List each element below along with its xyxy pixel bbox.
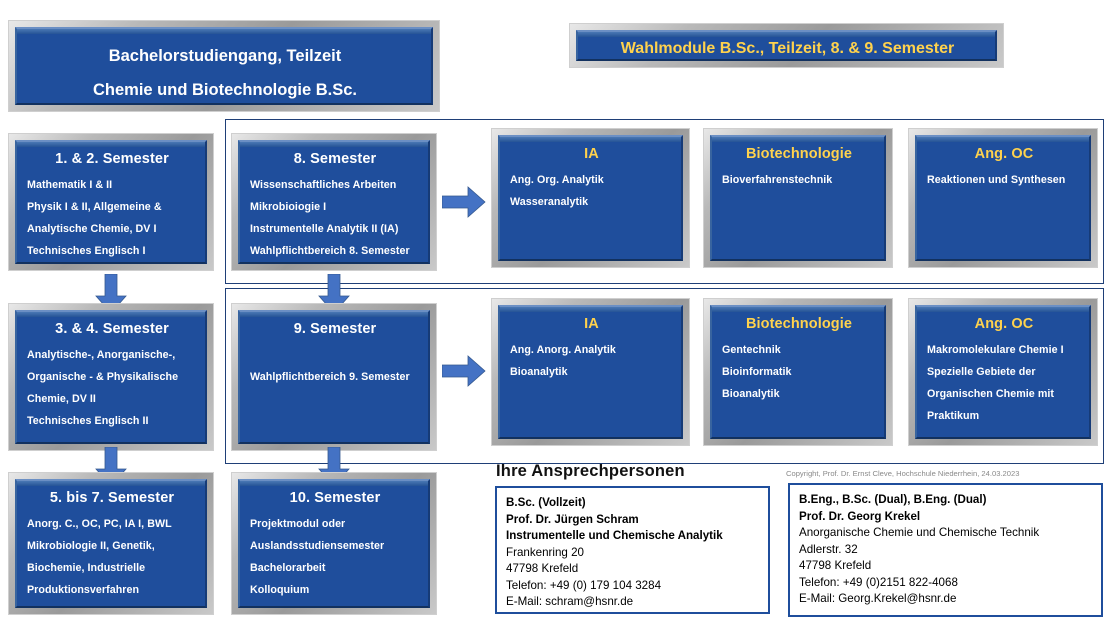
semester-line — [250, 344, 420, 366]
elective-line: Praktikum — [927, 410, 980, 422]
contact-street: Frankenring 20 — [506, 545, 584, 559]
elective-line: Ang. Anorg. Analytik — [510, 344, 616, 356]
contact-city: 47798 Krefeld — [506, 562, 579, 575]
header-box-left: Bachelorstudiengang, Teilzeit Chemie und… — [8, 20, 440, 112]
elective-box-8-ang-oc: Ang. OC Reaktionen und Synthesen — [908, 128, 1098, 268]
contact-department: Instrumentelle und Chemische Analytik — [506, 529, 723, 542]
semester-line: Instrumentelle Analytik II (IA) — [250, 223, 399, 235]
contact-city: 47798 Krefeld — [799, 559, 872, 572]
elective-title: Ang. OC — [974, 146, 1034, 162]
elective-box-9-ang-oc: Ang. OC Makromolekulare Chemie I Speziel… — [908, 298, 1098, 446]
semester-line: Projektmodul oder — [250, 518, 346, 530]
elective-line: Bioanalytik — [722, 388, 780, 400]
semester-line: Mikrobioiogie I — [250, 201, 327, 213]
contact-person: Prof. Dr. Jürgen Schram — [506, 512, 639, 526]
semester-line: Auslandsstudiensemester — [250, 540, 385, 552]
contact-street: Adlerstr. 32 — [799, 542, 858, 556]
copyright-text: Copyright, Prof. Dr. Ernst Cleve, Hochsc… — [786, 469, 1020, 478]
elective-row-8-outline — [225, 119, 1104, 284]
contact-heading: Ihre Ansprechpersonen — [496, 462, 685, 480]
semester-line: Analytische Chemie, DV I — [27, 223, 157, 235]
contact-role: B.Sc. (Vollzeit) — [506, 496, 586, 509]
semester-title: 9. Semester — [293, 321, 377, 337]
semester-line: Technisches Englisch I — [27, 245, 146, 257]
semester-title: 5. bis 7. Semester — [49, 490, 175, 506]
header-box-right: Wahlmodule B.Sc., Teilzeit, 8. & 9. Seme… — [569, 23, 1004, 68]
elective-line: Bioverfahrenstechnik — [722, 174, 833, 186]
header-right-line1: Wahlmodule B.Sc., Teilzeit, 8. & 9. Seme… — [620, 40, 955, 57]
semester-line: Kolloquium — [250, 584, 310, 596]
semester-box-9: 9. Semester Wahlpflichtbereich 9. Semest… — [231, 303, 437, 451]
elective-line: Makromolekulare Chemie I — [927, 344, 1064, 356]
elective-line: Ang. Org. Analytik — [510, 174, 604, 186]
header-left-line1: Bachelorstudiengang, Teilzeit — [108, 47, 342, 65]
semester-line: Organische - & Physikalische — [27, 371, 179, 383]
semester-line: Physik I & II, Allgemeine & — [27, 201, 162, 213]
elective-box-8-biotechnologie: Biotechnologie Bioverfahrenstechnik — [703, 128, 893, 268]
contact-role: B.Eng., B.Sc. (Dual), B.Eng. (Dual) — [799, 493, 987, 506]
contact-email[interactable]: E-Mail: schram@hsnr.de — [506, 595, 634, 608]
elective-title: Biotechnologie — [745, 146, 853, 162]
semester-line: Mathematik I & II — [27, 179, 113, 191]
contact-email[interactable]: E-Mail: Georg.Krekel@hsnr.de — [799, 592, 957, 605]
elective-title: Biotechnologie — [745, 316, 853, 332]
elective-title: IA — [584, 146, 599, 162]
semester-line: Chemie, DV II — [27, 393, 96, 405]
semester-line: Analytische-, Anorganische-, — [27, 349, 176, 361]
semester-line: Wissenschaftliches Arbeiten — [250, 179, 397, 191]
semester-box-3-4: 3. & 4. Semester Analytische-, Anorganis… — [8, 303, 214, 451]
elective-line: Spezielle Gebiete der — [927, 366, 1036, 378]
semester-line: Wahlpflichtbereich 8. Semester — [250, 245, 410, 257]
elective-title: Ang. OC — [974, 316, 1034, 332]
elective-line: Reaktionen und Synthesen — [927, 174, 1066, 186]
semester-title: 1. & 2. Semester — [55, 151, 169, 167]
arrow-right-icon — [442, 355, 486, 387]
semester-line: Wahlpflichtbereich 9. Semester — [250, 371, 410, 383]
contact-department: Anorganische Chemie und Chemische Techni… — [799, 526, 1040, 539]
contact-card-dual: B.Eng., B.Sc. (Dual), B.Eng. (Dual) Prof… — [788, 483, 1103, 617]
semester-box-8: 8. Semester Wissenschaftliches Arbeiten … — [231, 133, 437, 271]
contact-person: Prof. Dr. Georg Krekel — [799, 509, 921, 523]
semester-box-5-7: 5. bis 7. Semester Anorg. C., OC, PC, IA… — [8, 472, 214, 615]
elective-line: Gentechnik — [722, 344, 781, 356]
semester-title: 3. & 4. Semester — [55, 321, 169, 337]
contact-phone[interactable]: Telefon: +49 (0) 179 104 3284 — [506, 578, 662, 592]
semester-box-10: 10. Semester Projektmodul oder Auslandss… — [231, 472, 437, 615]
elective-line: Bioanalytik — [510, 366, 568, 378]
contact-card-vollzeit: B.Sc. (Vollzeit) Prof. Dr. Jürgen Schram… — [495, 486, 770, 614]
elective-line: Organischen Chemie mit — [927, 388, 1055, 400]
elective-line: Bioinformatik — [722, 366, 792, 378]
elective-title: IA — [584, 316, 599, 332]
semester-title: 8. Semester — [293, 151, 377, 167]
semester-line: Bachelorarbeit — [250, 562, 326, 574]
elective-box-8-ia: IA Ang. Org. Analytik Wasseranalytik — [491, 128, 690, 268]
semester-line: Produktionsverfahren — [27, 584, 140, 596]
semester-box-1-2: 1. & 2. Semester Mathematik I & II Physi… — [8, 133, 214, 271]
arrow-right-icon — [442, 186, 486, 218]
semester-line: Technisches Englisch II — [27, 415, 149, 427]
elective-line: Wasseranalytik — [510, 196, 589, 208]
elective-box-9-ia: IA Ang. Anorg. Analytik Bioanalytik — [491, 298, 690, 446]
semester-title: 10. Semester — [289, 490, 381, 506]
elective-row-9-outline — [225, 288, 1104, 464]
elective-box-9-biotechnologie: Biotechnologie Gentechnik Bioinformatik … — [703, 298, 893, 446]
semester-line: Biochemie, Industrielle — [27, 562, 146, 574]
contact-phone[interactable]: Telefon: +49 (0)2151 822-4068 — [799, 575, 958, 589]
header-left-line2: Chemie und Biotechnologie B.Sc. — [92, 81, 358, 99]
semester-line: Mikrobiologie II, Genetik, — [27, 540, 155, 552]
semester-line: Anorg. C., OC, PC, IA I, BWL — [27, 518, 172, 530]
